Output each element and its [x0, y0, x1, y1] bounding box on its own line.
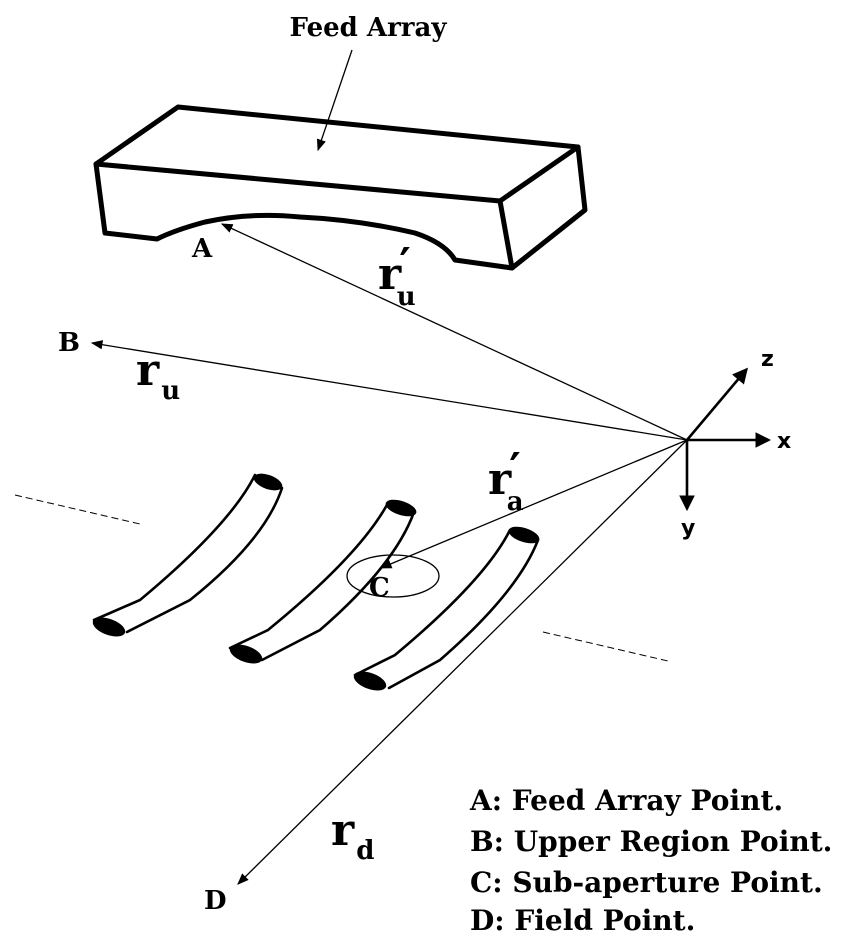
z-axis-label: z [761, 347, 774, 372]
point-C-label: C [369, 573, 390, 603]
feed-array-title: Feed Array [290, 13, 448, 43]
legend-item-D: D: Field Point. [470, 904, 695, 937]
title-pointer-arrow [316, 49, 353, 152]
dashed-reference-right [542, 631, 669, 662]
ray-ra-prime-to-C [379, 439, 688, 569]
tube-3 [353, 526, 540, 691]
point-B-label: B [58, 328, 80, 358]
dashed-reference-left [14, 494, 141, 525]
vector-rd-label: rd [331, 805, 374, 866]
legend-item-A: A: Feed Array Point. [469, 784, 783, 817]
tube-1 [92, 473, 284, 637]
sub-aperture-ellipse [346, 554, 440, 598]
feed-array-block [93, 104, 588, 271]
vector-ru-prime-label: r′u [378, 239, 416, 312]
legend-item-C: C: Sub-aperture Point. [470, 866, 823, 899]
point-A-label: A [191, 234, 213, 264]
ray-ru-prime-to-A [220, 223, 688, 441]
ray-ru-to-B [90, 340, 688, 441]
x-axis-label: x [777, 429, 791, 454]
point-D-label: D [204, 886, 227, 916]
vector-ra-prime-label: r′a [488, 444, 524, 517]
legend-item-B: B: Upper Region Point. [470, 825, 832, 858]
y-axis-label: y [681, 516, 695, 541]
coordinate-axes [679, 367, 772, 512]
legend: A: Feed Array Point. B: Upper Region Poi… [469, 784, 832, 937]
tube-2 [228, 499, 417, 664]
vector-ru-label: ru [136, 345, 180, 406]
ray-rd-to-D [237, 439, 688, 885]
